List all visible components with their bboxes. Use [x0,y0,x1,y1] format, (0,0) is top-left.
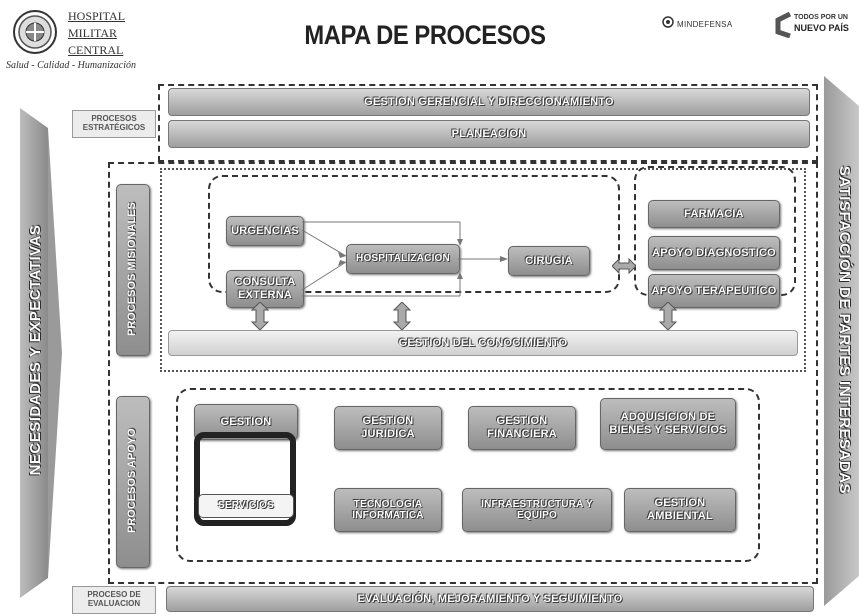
hospitalizacion-box: HOSPITALIZACION [346,244,460,274]
hospital-name: HOSPITAL MILITAR CENTRAL [68,8,148,59]
gov-logo-line1: TODOS POR UN [794,14,848,21]
apoyo-frame [176,388,760,562]
gestion-conocimiento-band: GESTION DEL CONOCIMIENTO [168,330,798,356]
urgencias-box: URGENCIAS [226,216,304,246]
estrategicos-frame [158,84,818,162]
hospital-logo [6,8,64,56]
vertical-double-arrows [250,302,678,330]
flow-arrows [301,221,508,297]
highlight-frame [194,432,296,526]
mindefensa-logo: MINDEFENSA [662,16,738,32]
farmacia-box: FARMACIA [648,200,780,228]
planeacion-band: PLANEACION [168,120,810,148]
mindefensa-text: MINDEFENSA [677,19,733,29]
hospital-name-line1: HOSPITAL [68,9,126,23]
gov-logo-line2: NUEVO PAÍS [794,23,849,33]
right-arrow-shape [824,76,859,606]
hospital-name-line3: CENTRAL [68,43,124,57]
gestion-financiera-box: GESTION FINANCIERA [468,406,576,450]
right-arrow-text: SATISFACCIÓN DE PARTES INTERESADAS [836,165,854,495]
misionales-core-frame [208,175,620,293]
infraestructura-box: INFRAESTRUCTURA Y EQUIPO [462,488,612,532]
consulta-externa-box: CONSULTA EXTERNA [226,270,304,308]
hospital-name-line2: MILITAR [68,26,118,40]
misionales-label: PROCESOS MISIONALES [126,202,138,336]
evaluacion-band: EVALUACIÓN, MEJORAMIENTO Y SEGUIMIENTO [166,586,814,612]
adquisicion-box: ADQUISICION DE BIENES Y SERVICIOS [600,398,736,450]
estrategicos-label: PROCESOS ESTRATÉGICOS [72,110,156,138]
gestion-gerencial-band: GESTION GERENCIAL Y DIRECCIONAMIENTO [168,88,810,116]
misionales-frame [160,168,806,372]
tecnologia-informatica-box: TECNOLOGIA INFORMATICA [334,488,442,532]
page-title: MAPA DE PROCESOS [304,20,546,50]
apoyo-terapeutico-box: APOYO TERAPEUTICO [648,274,780,308]
apoyo-label-box [116,396,150,568]
left-arrow-text: NECESIDADES Y EXPECTATIVAS [26,224,44,476]
apoyo-diagnostico-box: APOYO DIAGNOSTICO [648,236,780,270]
double-arrow-icon [612,258,636,274]
misionales-label-box [116,184,150,356]
gestion-ambiental-box: GESTION AMBIENTAL [624,488,736,532]
gov-logo: TODOS POR UN NUEVO PAÍS [770,12,859,38]
shield-icon [662,15,674,33]
gestion-juridica-box: GESTION JURIDICA [334,406,442,450]
cirugia-box: CIRUGIA [508,246,590,276]
apoyo-label: PROCESOS APOYO [126,428,138,534]
slogan: Salud - Calidad - Humanización [6,60,136,71]
evaluacion-label: PROCESO DE EVALUACION [72,586,156,614]
left-arrow-shape [20,108,62,598]
main-frame [108,162,818,584]
servicios-box: SERVICIOS [198,494,294,518]
